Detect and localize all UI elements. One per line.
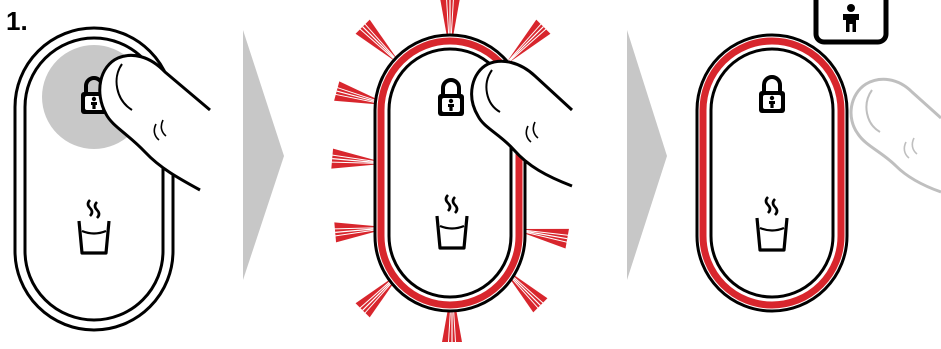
panel-1 xyxy=(15,28,210,330)
child-lock-indicator-icon xyxy=(816,0,886,42)
panel-2 xyxy=(331,0,572,342)
arrow-right-icon xyxy=(243,30,284,280)
finger-icon xyxy=(851,79,941,192)
panel-3 xyxy=(697,0,941,311)
button-outline-inner xyxy=(711,49,833,297)
arrow-right-icon xyxy=(627,30,667,280)
